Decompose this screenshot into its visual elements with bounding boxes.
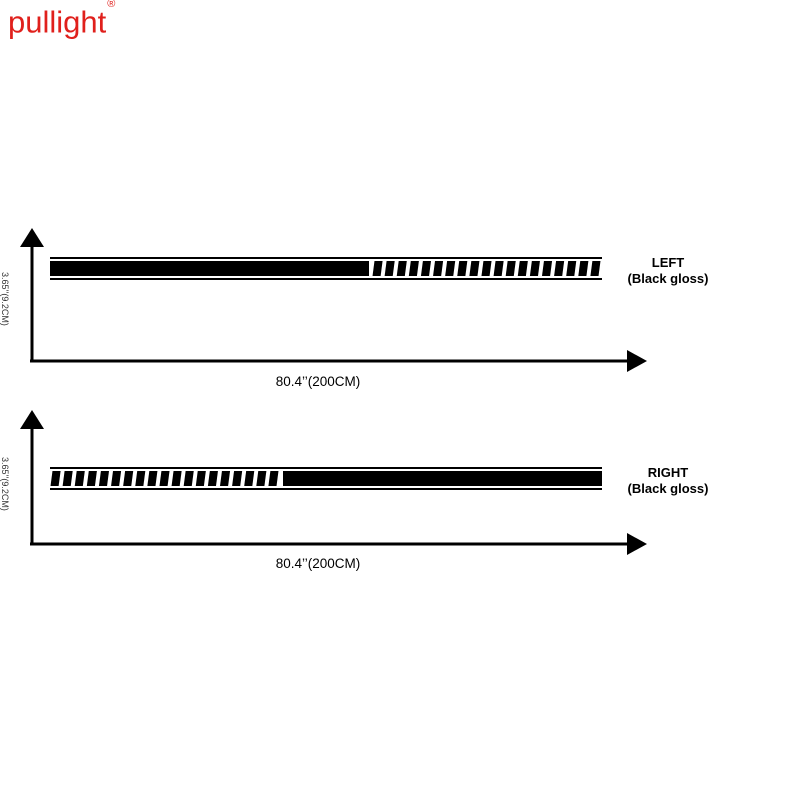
right-horizontal-arrowhead: [627, 533, 647, 555]
stripe-segment: [541, 257, 553, 280]
stripe-segment: [62, 467, 74, 490]
stripe-segment: [396, 257, 408, 280]
stripe-segment: [146, 467, 158, 490]
stripe-segment: [122, 467, 134, 490]
stripe-segment: [219, 467, 231, 490]
stripe-segment: [74, 467, 86, 490]
left-horizontal-arrowhead: [627, 350, 647, 372]
right-side-label: RIGHT: [648, 465, 689, 480]
stripe-segment: [553, 257, 565, 280]
stripe-segment: [480, 257, 493, 280]
stripe-segment: [158, 467, 171, 490]
stripe-segment: [134, 467, 146, 490]
stripe-segment: [589, 257, 601, 280]
stripe-segment: [505, 257, 517, 280]
left-width-label: 80.4’’(200CM): [276, 374, 361, 389]
left-finish-label: (Black gloss): [628, 271, 709, 286]
stripe-gap-top: [50, 469, 284, 471]
stripe-gap-bottom: [372, 276, 606, 278]
stripe-segment: [50, 467, 62, 490]
stripe-segment: [98, 467, 110, 490]
stripe-bottom-line: [50, 278, 602, 280]
right-panel: RIGHT (Black gloss) 80.4’’(200CM) 3.65’’…: [0, 410, 708, 571]
stripe-segment: [517, 257, 529, 280]
stripe-segment: [267, 467, 279, 490]
brand-name: pullight: [8, 4, 107, 40]
stripe-segment: [384, 257, 396, 280]
right-vertical-arrowhead: [20, 410, 44, 429]
stripe-gap-top: [372, 259, 606, 261]
left-side-label: LEFT: [652, 255, 685, 270]
stripe-segment: [493, 257, 505, 280]
stripe-segment: [468, 257, 480, 280]
left-panel: LEFT (Black gloss) 80.4’’(200CM) 3.65’’(…: [0, 228, 708, 389]
registered-mark: ®: [107, 0, 116, 10]
left-vertical-arrowhead: [20, 228, 44, 247]
stripe-segment: [183, 467, 195, 490]
stripe-segment: [565, 257, 577, 280]
right-width-label: 80.4’’(200CM): [276, 556, 361, 571]
stripe-solid-bar: [50, 261, 369, 276]
stripe-segment: [408, 257, 420, 280]
right-finish-label: (Black gloss): [628, 481, 709, 496]
stripe-segment: [577, 257, 589, 280]
right-stripe: [50, 467, 602, 490]
stripe-segment: [255, 467, 267, 490]
brand-logo: pullight®: [8, 0, 115, 40]
stripe-bottom-line: [50, 488, 602, 490]
stripe-segment: [372, 257, 384, 280]
left-height-label: 3.65’’(9.2CM): [0, 272, 10, 326]
stripe-top-line: [50, 257, 602, 259]
stripe-segment: [243, 467, 255, 490]
left-stripe: [50, 257, 606, 280]
left-axes: [20, 228, 647, 372]
stripe-segment: [231, 467, 243, 490]
stripe-solid-bar: [283, 471, 602, 486]
stripe-segment: [110, 467, 122, 490]
stripe-segment: [171, 467, 183, 490]
stripe-segment: [456, 257, 468, 280]
stripe-segment: [529, 257, 541, 280]
stripe-segment: [86, 467, 98, 490]
right-axes: [20, 410, 647, 555]
stripe-segment: [432, 257, 444, 280]
stripe-segment: [444, 257, 456, 280]
stripe-segment: [420, 257, 432, 280]
stripe-segment: [207, 467, 219, 490]
stripe-top-line: [50, 467, 602, 469]
right-height-label: 3.65’’(9.2CM): [0, 457, 10, 511]
stripe-gap-bottom: [50, 486, 284, 488]
stripe-segment: [195, 467, 207, 490]
